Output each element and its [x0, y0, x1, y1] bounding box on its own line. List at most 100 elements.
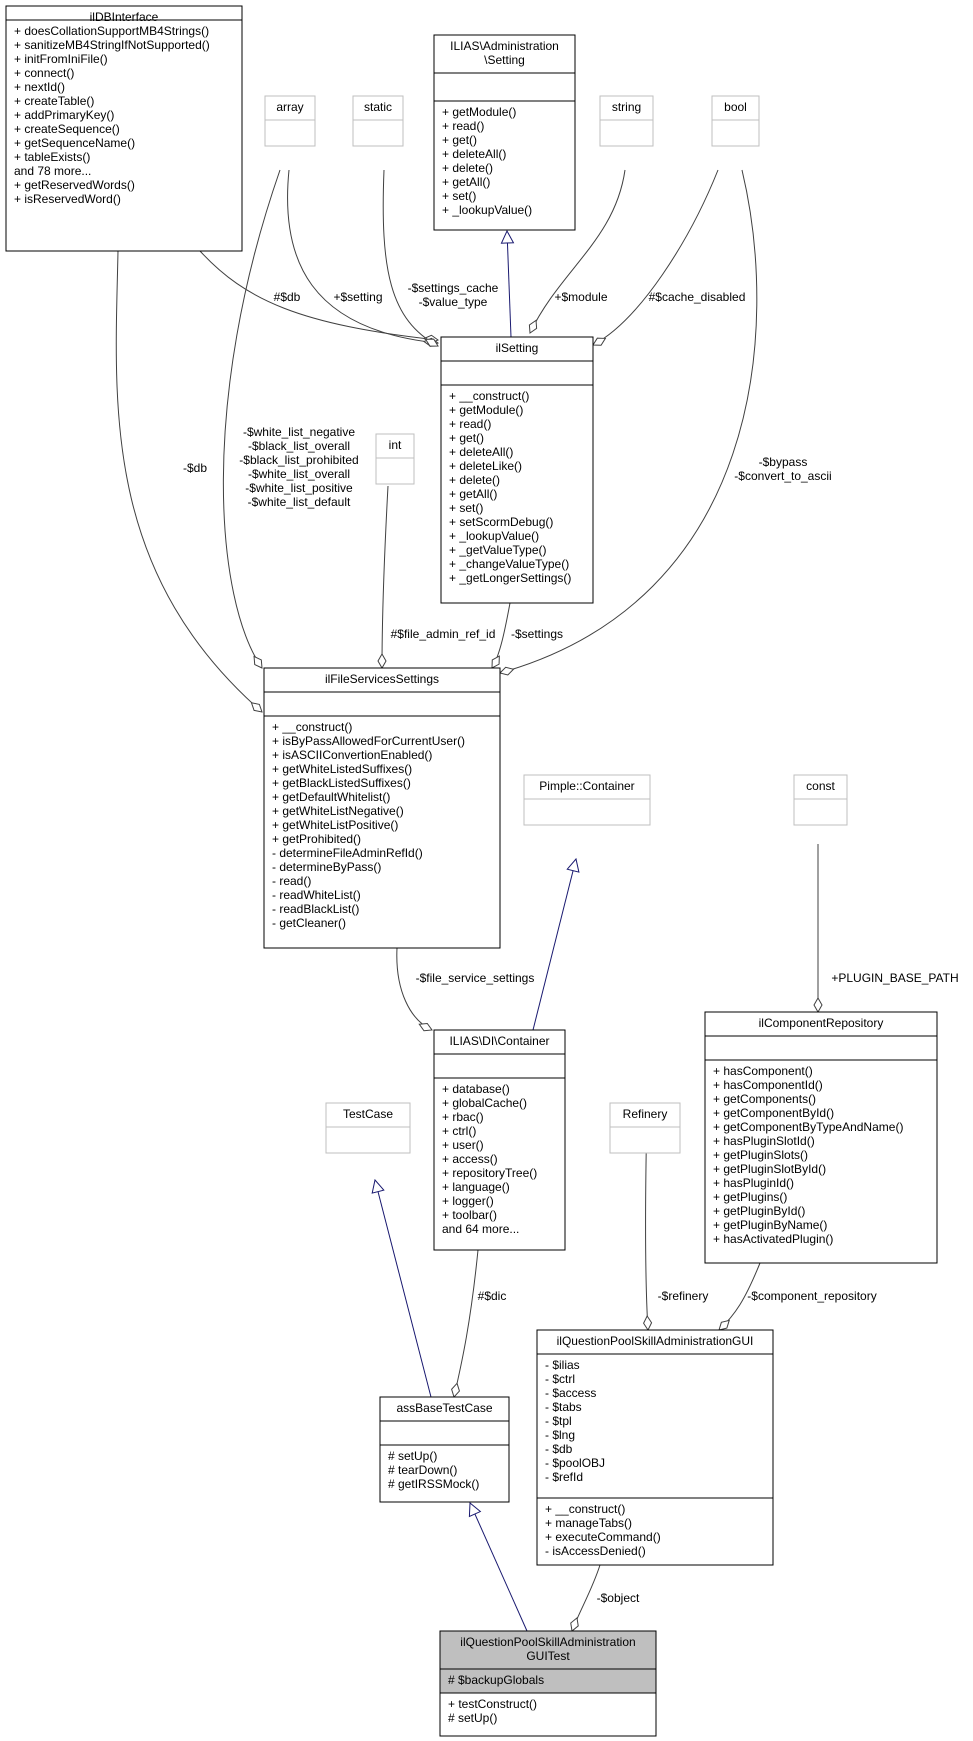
class-method: - determineFileAdminRefId() — [272, 846, 423, 860]
class-ildbinterface: ilDBInterface+ doesCollationSupportMB4St… — [5, 5, 243, 252]
edge-label-line: #$dic — [478, 1289, 507, 1303]
edge-label-white-lists: -$white_list_negative-$black_list_overal… — [239, 425, 358, 509]
class-box-frame — [379, 1396, 510, 1503]
class-method: + getComponents() — [713, 1092, 816, 1106]
class-method: + _lookupValue() — [442, 203, 532, 217]
class-method: + isASCIIConvertionEnabled() — [272, 748, 432, 762]
class-method: + createSequence() — [14, 122, 120, 136]
class-method: + isReservedWord() — [14, 192, 121, 206]
class-method: + logger() — [442, 1194, 494, 1208]
class-method: - determineByPass() — [272, 860, 381, 874]
class-ilsetting: ilSetting+ __construct()+ getModule()+ r… — [440, 336, 594, 604]
class-name: ilComponentRepository — [759, 1016, 884, 1030]
class-ilquestionpoolskilladministrationgui: ilQuestionPoolSkillAdministrationGUI- $i… — [536, 1329, 774, 1566]
class-method: + doesCollationSupportMB4Strings() — [14, 24, 209, 38]
class-attribute: - $access — [545, 1386, 596, 1400]
class-method: + getAll() — [449, 487, 497, 501]
edge-whitelists-array-fileservices — [222, 169, 281, 669]
class-method: + read() — [442, 119, 484, 133]
class-method: + initFromIniFile() — [14, 52, 108, 66]
class-method: + getPlugins() — [713, 1190, 787, 1204]
class-attribute: - $db — [545, 1442, 573, 1456]
class-assbasetestcase: assBaseTestCase# setUp()# tearDown()# ge… — [379, 1396, 510, 1503]
edge-labels: #$db +$setting -$settings_cache-$value_t… — [183, 281, 959, 1605]
edge-label-refinery: -$refinery — [658, 1289, 709, 1303]
class-bool: bool — [711, 95, 760, 147]
class-attribute: - $lng — [545, 1428, 575, 1442]
class-method: + toolbar() — [442, 1208, 497, 1222]
class-method: + isByPassAllowedForCurrentUser() — [272, 734, 465, 748]
edge-module-string-ilsetting — [528, 169, 626, 334]
class-name: TestCase — [343, 1107, 393, 1121]
class-method: - readBlackList() — [272, 902, 359, 916]
class-box-frame — [5, 5, 243, 252]
edge-label-db1: #$db — [274, 290, 301, 304]
class-method: + _getLongerSettings() — [449, 571, 571, 585]
class-array: array — [264, 95, 316, 147]
edge-settings-ilsetting-fileservices — [491, 602, 511, 669]
class-pimple-container: Pimple::Container — [523, 774, 651, 826]
edge-label-line: #$cache_disabled — [649, 290, 746, 304]
class-method: + getDefaultWhitelist() — [272, 790, 390, 804]
class-method: + _lookupValue() — [449, 529, 539, 543]
class-attribute: - $poolOBJ — [545, 1456, 605, 1470]
class-method: and 78 more... — [14, 164, 91, 178]
class-method: + getReservedWords() — [14, 178, 135, 192]
class-method: + getComponentById() — [713, 1106, 834, 1120]
class-box-frame — [325, 1102, 411, 1154]
class-box-frame — [440, 336, 594, 604]
class-method: # tearDown() — [388, 1463, 457, 1477]
class-method: + getWhiteListPositive() — [272, 818, 398, 832]
edge-label-file-admin-ref-id: #$file_admin_ref_id — [391, 627, 496, 641]
class-box-frame — [704, 1011, 938, 1264]
class-name: ilFileServicesSettings — [325, 672, 439, 686]
class-method: + deleteAll() — [442, 147, 506, 161]
class-name: ILIAS\Administration — [450, 39, 559, 53]
class-box-frame — [375, 433, 415, 485]
class-name: Pimple::Container — [539, 779, 634, 793]
edge-label-line: -$db — [183, 461, 207, 475]
edge-label-line: -$black_list_prohibited — [239, 453, 358, 467]
class-refinery: Refinery — [609, 1102, 681, 1154]
class-method: + createTable() — [14, 94, 94, 108]
edge-setting-array-ilsetting — [287, 169, 440, 347]
class-string: string — [599, 95, 654, 147]
class-attribute: - $ilias — [545, 1358, 580, 1372]
edge-label-db2: -$db — [183, 461, 207, 475]
class-method: - getCleaner() — [272, 916, 346, 930]
edge-component-repo-to-gui — [718, 1262, 761, 1331]
class-name: ilSetting — [496, 341, 539, 355]
edges — [115, 169, 823, 1632]
class-ilias-di-container: ILIAS\DI\Container+ database()+ globalCa… — [433, 1029, 566, 1251]
class-method: + getAll() — [442, 175, 490, 189]
class-method: + getBlackListedSuffixes() — [272, 776, 411, 790]
class-name: ilDBInterface — [90, 10, 159, 24]
class-method: + deleteLike() — [449, 459, 522, 473]
edge-label-line: -$white_list_default — [248, 495, 351, 509]
class-method: # setUp() — [448, 1711, 497, 1725]
class-ilfileservicessettings: ilFileServicesSettings+ __construct()+ i… — [263, 667, 501, 949]
class-attribute: - $ctrl — [545, 1372, 575, 1386]
class-method: + getModule() — [442, 105, 516, 119]
edge-settings-cache-static-ilsetting — [382, 169, 439, 347]
class-method: + getPluginSlotById() — [713, 1162, 826, 1176]
class-method: + connect() — [14, 66, 74, 80]
class-method: + manageTabs() — [545, 1516, 632, 1530]
class-method: + deleteAll() — [449, 445, 513, 459]
class-name: GUITest — [526, 1649, 570, 1663]
class-method: + hasComponent() — [713, 1064, 813, 1078]
class-method: + tableExists() — [14, 150, 90, 164]
edge-file-admin-ref-int-fileservices — [377, 485, 389, 670]
edge-object-gui-to-guitest — [570, 1564, 601, 1632]
class-method: - read() — [272, 874, 311, 888]
edge-label-line: -$object — [597, 1591, 640, 1605]
edge-label-line: -$convert_to_ascii — [734, 469, 831, 483]
edge-label-line: +PLUGIN_BASE_PATH — [831, 971, 958, 985]
edge-label-component-repository: -$component_repository — [747, 1289, 876, 1303]
edge-label-object: -$object — [597, 1591, 640, 1605]
edge-label-cache-disabled: #$cache_disabled — [649, 290, 746, 304]
class-box-frame — [711, 95, 760, 147]
class-box-frame — [433, 1029, 566, 1251]
class-method: + nextId() — [14, 80, 65, 94]
